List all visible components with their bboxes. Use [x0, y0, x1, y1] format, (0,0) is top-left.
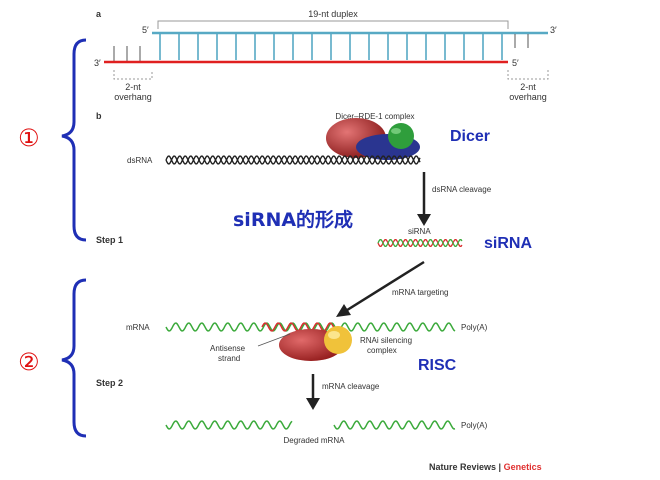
sirna-small-label: siRNA	[408, 227, 431, 236]
panel-a-letter: a	[96, 9, 102, 19]
journal-separator: |	[496, 462, 504, 472]
marker-2: ②	[18, 348, 40, 376]
step1-label: Step 1	[96, 235, 123, 245]
degraded-fragment-left	[165, 420, 293, 430]
three-prime-bottom: 3′	[94, 58, 101, 68]
five-prime-top: 5′	[142, 25, 149, 35]
degraded-fragment-right	[333, 420, 456, 430]
targeting-arrow	[343, 260, 425, 314]
rnai-label-2: complex	[367, 346, 397, 355]
risc-annotation: RISC	[418, 357, 457, 374]
sirna-annotation: siRNA	[484, 235, 532, 252]
three-prime-top: 3′	[550, 25, 557, 35]
mrna-label: mRNA	[126, 323, 150, 332]
right-overhang-label-1: 2-nt	[520, 82, 536, 92]
degraded-strand-right	[333, 420, 456, 430]
cleavage-arrow-head	[417, 214, 431, 226]
sirna-strand-2	[377, 239, 463, 247]
sirna-formation-annotation: siRNA的形成	[233, 208, 353, 231]
top-strand-ticks	[159, 33, 503, 60]
rnai-label-1: RNAi silencing	[360, 336, 412, 345]
risc-complex	[279, 326, 352, 361]
journal-name: Nature Reviews	[429, 462, 496, 472]
polya-label-2: Poly(A)	[461, 421, 488, 430]
degraded-label: Degraded mRNA	[284, 436, 346, 445]
dsrna-cleavage-label: dsRNA cleavage	[432, 185, 492, 194]
five-prime-bottom: 5′	[512, 58, 519, 68]
step2-label: Step 2	[96, 378, 123, 388]
antisense-pointer	[257, 333, 291, 347]
dicer-annotation: Dicer	[450, 128, 490, 145]
antisense-label-2: strand	[218, 354, 240, 363]
sirna-helix	[377, 239, 463, 247]
journal-section: Genetics	[504, 462, 542, 472]
panel-b-letter: b	[96, 111, 102, 121]
degraded-strand-left	[165, 420, 293, 430]
antisense-label-1: Antisense	[210, 344, 246, 353]
mrna-targeting-label: mRNA targeting	[392, 288, 448, 297]
dsrna-label: dsRNA	[127, 156, 153, 165]
marker-1: ①	[18, 124, 40, 152]
dicer-complex-label: Dicer–RDE-1 complex	[335, 112, 414, 121]
right-overhang-label-2: overhang	[509, 92, 547, 102]
journal-credit: Nature Reviews | Genetics	[429, 462, 542, 472]
left-overhang-label-2: overhang	[114, 92, 152, 102]
mrna-cleavage-arrow-head	[306, 398, 320, 410]
left-overhang-ticks	[113, 46, 141, 61]
polya-label: Poly(A)	[461, 323, 488, 332]
right-overhang-bracket	[507, 70, 549, 80]
mrna-cleavage-label: mRNA cleavage	[322, 382, 380, 391]
dsrna-strand-1	[165, 155, 421, 165]
right-overhang-ticks	[514, 34, 529, 48]
bound-sirna-strand	[261, 322, 341, 332]
sirna-bound-segment	[261, 322, 341, 332]
left-overhang-bracket	[113, 70, 153, 80]
duplex-label: 19-nt duplex	[308, 9, 358, 19]
targeting-arrow-head	[336, 304, 351, 317]
dsrna-strand-2	[165, 155, 421, 165]
dsrna-helix	[165, 155, 421, 165]
bracket-step2	[61, 278, 87, 438]
dicer-complex	[326, 118, 420, 160]
left-overhang-label-1: 2-nt	[125, 82, 141, 92]
bracket-step1	[61, 38, 87, 242]
duplex-bracket	[157, 20, 509, 29]
